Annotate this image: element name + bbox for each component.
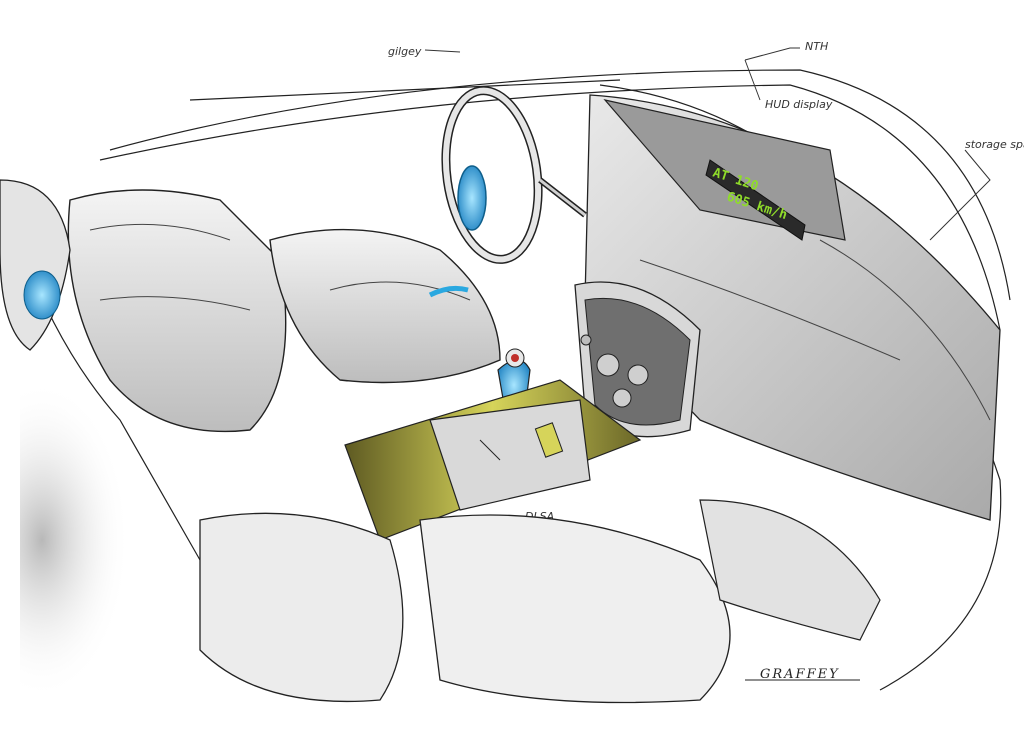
dial-knob-center-icon bbox=[627, 364, 649, 386]
steering-hub-blue bbox=[457, 165, 487, 231]
annotation-top-left: gilgey bbox=[388, 45, 422, 58]
signature-text: GRAFFEY bbox=[760, 667, 840, 682]
headrest-blue-accent bbox=[23, 270, 61, 320]
annotation-leaders bbox=[424, 47, 991, 241]
rear-seats bbox=[199, 499, 881, 704]
dial-knob-bottom-icon bbox=[612, 388, 632, 408]
driver-seat bbox=[0, 179, 287, 433]
dial-knob-left-icon bbox=[596, 353, 620, 377]
hazard-button bbox=[534, 422, 564, 458]
annotation-top-mid: HUD display bbox=[765, 98, 833, 111]
annotation-storage: storage space bbox=[965, 138, 1024, 151]
steering-wheel bbox=[441, 86, 587, 264]
annotation-top-right: NTH bbox=[805, 40, 828, 53]
center-console: DLSA bbox=[344, 379, 642, 541]
seat-blue-accent bbox=[428, 285, 469, 298]
center-stack bbox=[574, 281, 701, 438]
signature: GRAFFEY bbox=[745, 667, 860, 682]
passenger-seat bbox=[269, 228, 501, 384]
